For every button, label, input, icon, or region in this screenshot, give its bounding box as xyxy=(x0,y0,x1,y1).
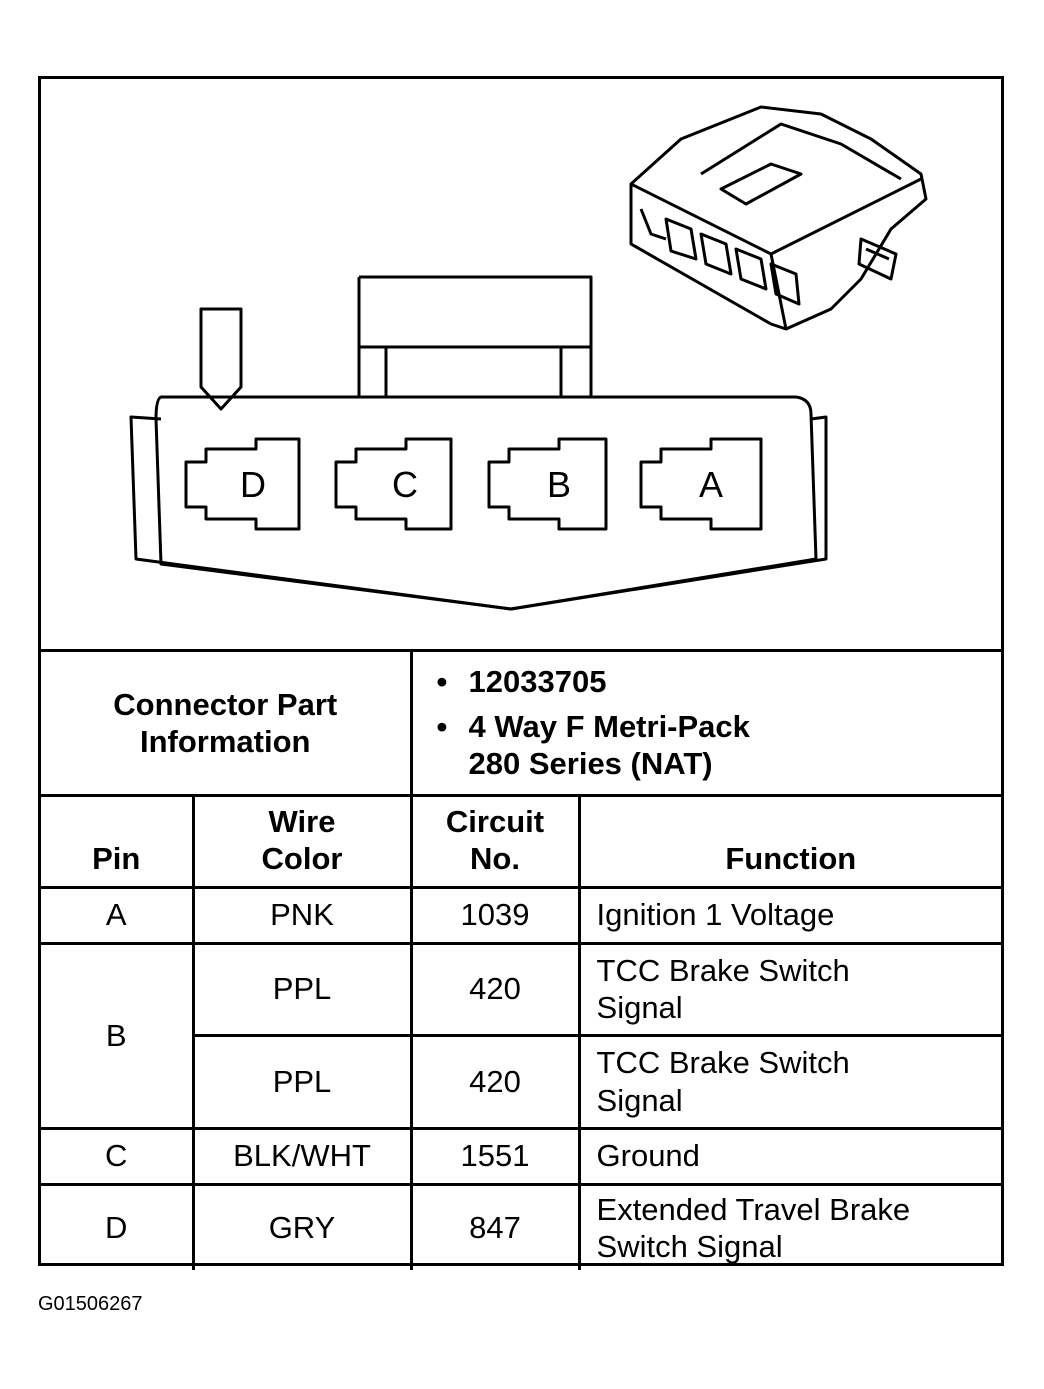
part-info-label: Connector Part Information xyxy=(41,652,413,797)
pin-label-b: B xyxy=(547,464,571,505)
cell-color: GRY xyxy=(191,1182,413,1270)
cell-pin: B xyxy=(41,941,195,1130)
cell-pin: D xyxy=(41,1182,195,1270)
header-wire-line1: Wire xyxy=(268,804,336,840)
cell-circuit: 420 xyxy=(409,941,581,1037)
cell-color: PPL xyxy=(193,1033,413,1130)
part-info-label-line2: Information xyxy=(140,723,311,759)
cell-function-line2: Switch Signal xyxy=(596,1228,783,1264)
part-info-row: Connector Part Information • 12033705 • 4 … xyxy=(41,652,1002,797)
cell-function: TCC Brake Switch Signal xyxy=(577,1033,1002,1130)
cell-function-line1: Ground xyxy=(596,1138,700,1174)
cell-function-line1: TCC Brake Switch xyxy=(596,1045,850,1081)
part-info-values: • 12033705 • 4 Way F Metri-Pack 280 Series… xyxy=(409,652,1002,797)
pin-cavity-b xyxy=(487,437,608,531)
header-row: Pin Wire Color Circuit No. Function xyxy=(41,793,1002,889)
part-description-line2: 280 Series (NAT) xyxy=(468,746,713,782)
table-row: A PNK 1039 Ignition 1 Voltage xyxy=(41,885,1002,945)
pinout-table: Connector Part Information • 12033705 • 4 … xyxy=(41,652,1002,1270)
cell-function-line2: Signal xyxy=(596,1082,683,1118)
table-row: B PPL 420 TCC Brake Switch Signal xyxy=(41,941,1002,1130)
header-wire-color: Wire Color xyxy=(191,793,413,889)
header-pin: Pin xyxy=(41,793,195,889)
pin-cavity-d xyxy=(184,437,301,531)
pin-label-d: D xyxy=(240,464,266,505)
cell-function: Ground xyxy=(577,1126,1002,1186)
table-row: PPL 420 TCC Brake Switch Signal xyxy=(41,1033,1002,1130)
cell-circuit: 420 xyxy=(409,1033,581,1130)
diagram-frame: D C B A Connector Part Information • 1203… xyxy=(38,76,1004,1270)
part-description: • 4 Way F Metri-Pack xyxy=(437,708,1002,745)
part-number-text: 12033705 xyxy=(468,663,607,699)
cell-function: Ignition 1 Voltage xyxy=(577,885,1002,945)
cell-circuit: 1551 xyxy=(409,1126,581,1186)
header-wire-line2: Color xyxy=(261,841,343,877)
cell-circuit: 1039 xyxy=(409,885,581,945)
cell-circuit: 847 xyxy=(409,1182,581,1270)
cell-function: Extended Travel Brake Switch Signal xyxy=(577,1182,1002,1270)
pin-cavity-c xyxy=(334,437,453,531)
pin-label-c: C xyxy=(392,464,418,505)
lock-block xyxy=(357,275,593,397)
header-circuit-no: Circuit No. xyxy=(409,793,581,889)
cell-function-line1: TCC Brake Switch xyxy=(596,952,850,988)
cell-color: PPL xyxy=(191,941,413,1037)
latch-tab xyxy=(199,307,243,411)
pin-label-a: A xyxy=(699,464,723,505)
cell-color: PNK xyxy=(191,885,413,945)
cell-function-line1: Ignition 1 Voltage xyxy=(596,897,835,933)
table-row: D GRY 847 Extended Travel Brake Switch S… xyxy=(41,1182,1002,1270)
table-row: C BLK/WHT 1551 Ground xyxy=(41,1126,1002,1186)
connector-face-drawing: D C B A xyxy=(129,105,928,611)
connector-drawing-area: D C B A xyxy=(41,79,1001,652)
bullet: • xyxy=(436,663,448,699)
cell-function: TCC Brake Switch Signal xyxy=(577,941,1002,1037)
part-description-line1: 4 Way F Metri-Pack xyxy=(468,709,750,745)
header-circuit-line1: Circuit xyxy=(445,804,545,840)
cell-pin: C xyxy=(41,1126,195,1186)
figure-id: G01506267 xyxy=(38,1293,143,1315)
header-function: Function xyxy=(577,793,1002,889)
cell-function-line2: Signal xyxy=(596,990,683,1025)
part-info-label-line1: Connector Part xyxy=(113,686,338,722)
cell-function-line1: Extended Travel Brake xyxy=(596,1191,911,1227)
part-number: • 12033705 xyxy=(437,663,1002,700)
cell-color: BLK/WHT xyxy=(191,1126,413,1186)
pin-cavity-a xyxy=(639,437,763,531)
cell-pin: A xyxy=(41,885,195,945)
header-circuit-line2: No. xyxy=(470,841,520,877)
connector-3d-view xyxy=(629,105,928,331)
bullet: • xyxy=(436,709,448,745)
